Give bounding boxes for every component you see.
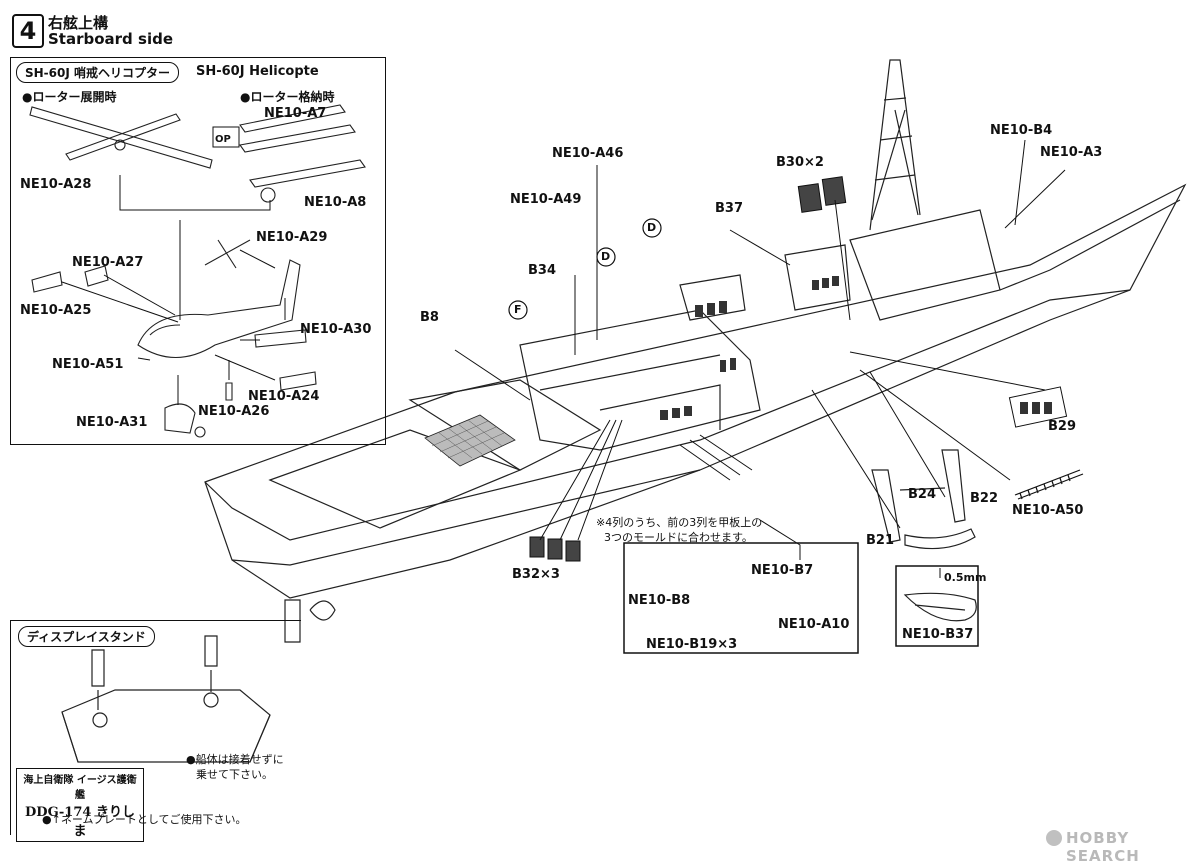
nameplate-note: ●↑ネームプレートとしてご使用下さい。 [42, 813, 247, 826]
rudder [284, 599, 301, 643]
heli-drawings [29, 104, 366, 438]
nameplate: 海上自衛隊 イージス護衛艦 DDG-174 きりしま [16, 768, 144, 842]
label-a31: NE10-A31 [76, 415, 148, 430]
b29-plate [1008, 386, 1068, 428]
label-nb37: NE10-B37 [902, 627, 974, 642]
label-b37: B37 [715, 201, 743, 216]
marker-d1: D [601, 250, 611, 263]
step-number: 4 [12, 14, 44, 48]
propeller [309, 600, 336, 621]
label-b22: B22 [970, 491, 998, 506]
step-title-en: Starboard side [48, 30, 173, 48]
b37-boat [903, 592, 977, 622]
hull-outline [204, 183, 1187, 599]
boat-davits [871, 449, 976, 550]
watermark: HOBBY SEARCH [1066, 829, 1140, 865]
helicopter-box [10, 57, 386, 445]
stand-note-line2: 乗せて下さい。 [196, 768, 273, 781]
stand-drawing [61, 635, 271, 763]
label-nb8: NE10-B8 [628, 593, 691, 608]
marker-circles [508, 218, 662, 320]
label-b29: B29 [1048, 419, 1076, 434]
label-b7: NE10-B7 [751, 563, 814, 578]
label-b24: B24 [908, 487, 936, 502]
label-a24: NE10-A24 [248, 389, 320, 404]
marker-d2: D [647, 221, 657, 234]
fore-funnel [784, 244, 851, 311]
hobbysearch-logo-icon [1046, 830, 1062, 846]
label-a46: NE10-A46 [552, 146, 624, 161]
label-a7: NE10-A7 [264, 106, 327, 121]
thickness-note: 0.5mm [944, 571, 987, 584]
label-a49: NE10-A49 [510, 192, 582, 207]
rotor-open-label: ●ローター展開時 [22, 90, 117, 104]
panel-blocks [660, 276, 1052, 420]
label-a29: NE10-A29 [256, 230, 328, 245]
b32-parts [529, 536, 581, 562]
crew-parts-box [623, 542, 859, 654]
aft-funnel [679, 274, 746, 321]
waterline [231, 469, 701, 566]
rows-note-line2: 3つのモールドに合わせます。 [604, 531, 753, 544]
label-a8: NE10-A8 [304, 195, 367, 210]
hangar-deck [408, 379, 602, 471]
label-a30: NE10-A30 [300, 322, 372, 337]
nameplate-line2: DDG-174 きりしま [25, 805, 135, 839]
label-b19: NE10-B19×3 [646, 637, 738, 652]
label-b30: B30×2 [776, 155, 824, 170]
label-a28: NE10-A28 [20, 177, 92, 192]
a50-ladder [1014, 469, 1084, 500]
label-a3: NE10-A3 [1040, 145, 1103, 160]
bridge-block [849, 209, 1001, 321]
leader-lines [119, 139, 1066, 578]
label-a50: NE10-A50 [1012, 503, 1084, 518]
step-title-jp: 右舷上構 [48, 14, 109, 32]
stand-note-line1: ●船体は接着せずに [186, 753, 284, 766]
label-b4: NE10-B4 [990, 123, 1053, 138]
heli-title-en: SH-60J Helicopte [196, 64, 319, 79]
label-a27: NE10-A27 [72, 255, 144, 270]
stand-title: ディスプレイスタンド [18, 626, 155, 647]
label-b34: B34 [528, 263, 556, 278]
vls-grid [424, 414, 516, 467]
heli-leaders [61, 249, 286, 405]
mast [869, 59, 921, 231]
nameplate-line1: 海上自衛隊 イージス護衛艦 [23, 775, 137, 801]
label-a51: NE10-A51 [52, 357, 124, 372]
marker-f: F [514, 303, 522, 316]
stand-box [10, 620, 301, 835]
rows-note-line1: ※4列のうち、前の3列を甲板上の [596, 516, 763, 529]
aft-superstructure [519, 309, 761, 451]
label-b8: B8 [420, 310, 439, 325]
b37-box [895, 565, 979, 647]
b30-arrays [797, 176, 847, 213]
label-a26: NE10-A26 [198, 404, 270, 419]
rotor-folded-label: ●ローター格納時 [240, 90, 335, 104]
label-b32: B32×3 [512, 567, 560, 582]
op-icon: OP [215, 134, 231, 145]
label-b21: B21 [866, 533, 894, 548]
heli-title-jp: SH-60J 哨戒ヘリコプター [16, 62, 180, 83]
label-a10: NE10-A10 [778, 617, 850, 632]
label-a25: NE10-A25 [20, 303, 92, 318]
deck-edge [204, 289, 1131, 541]
op-icon-frame [212, 126, 240, 148]
